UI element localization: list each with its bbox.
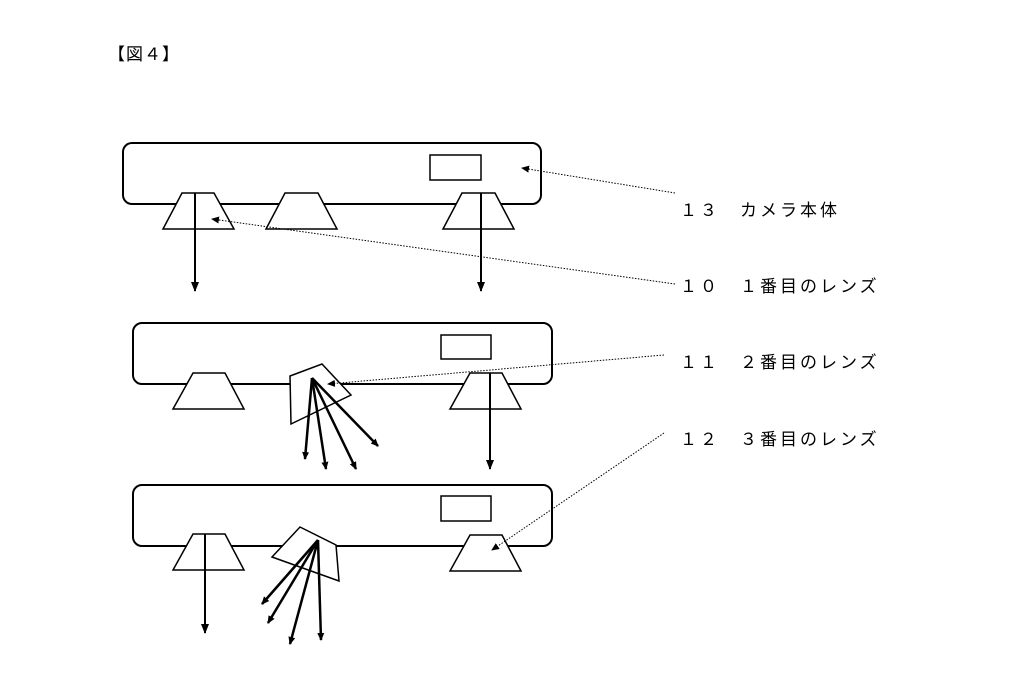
lens-3-camera-3 (448, 534, 523, 572)
light-arrow-3b (261, 539, 319, 605)
lens-2-camera-1 (264, 192, 339, 230)
camera-unit-2 (132, 322, 553, 470)
light-arrow-2b (310, 377, 329, 470)
light-arrow-2c (310, 377, 358, 470)
lens-1-camera-1 (161, 192, 236, 230)
lens-1-camera-2 (171, 372, 246, 410)
lens-1-camera-3 (171, 533, 246, 571)
callout-camera-body: １３ カメラ本体 (680, 201, 840, 221)
light-arrow-3c (266, 539, 320, 624)
camera-body-1 (122, 142, 542, 205)
callout-lens-3: １２ ３番目のレンズ (680, 430, 880, 450)
leader-line-11 (327, 354, 665, 387)
leader-line-13 (521, 165, 676, 194)
lens-3-camera-2 (448, 372, 523, 410)
callout-lens-1: １０ １番目のレンズ (680, 277, 880, 297)
callout-lens-2: １１ ２番目のレンズ (680, 353, 880, 373)
camera-body-3 (132, 484, 553, 547)
light-arrow-3d (288, 539, 320, 645)
camera-body-2 (132, 322, 553, 385)
leader-line-12 (491, 432, 665, 551)
camera-unit-3 (132, 484, 553, 645)
leader-lines (211, 165, 676, 551)
light-arrow-2a (302, 377, 314, 460)
viewfinder-1 (429, 154, 482, 181)
light-arrow-3e (316, 539, 325, 641)
lens-3-camera-1 (441, 192, 516, 230)
light-arrow-2d (311, 377, 379, 447)
viewfinder-2 (440, 334, 492, 360)
figure-label: 【図４】 (108, 45, 180, 65)
viewfinder-3 (440, 495, 492, 522)
camera-unit-1 (122, 142, 542, 292)
